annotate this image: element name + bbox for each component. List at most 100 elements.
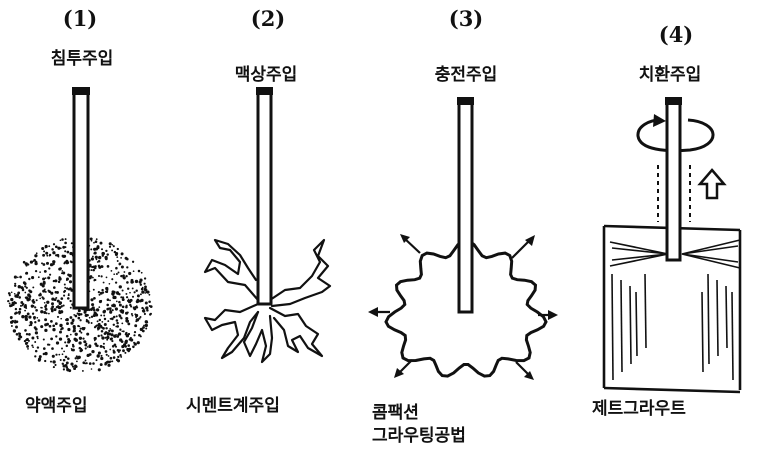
grout-dot: [62, 358, 66, 362]
grout-dot: [18, 332, 20, 334]
grout-dot: [99, 363, 103, 367]
grout-dot: [123, 271, 126, 273]
grout-dot: [21, 315, 25, 319]
panel-4-number: (4): [658, 22, 694, 47]
grout-dot: [106, 298, 110, 302]
grout-dot: [94, 325, 97, 328]
grout-dot: [127, 344, 130, 347]
grout-dot: [27, 348, 29, 350]
grout-dot: [34, 261, 38, 266]
grout-dot: [138, 280, 142, 284]
grout-dot: [59, 323, 63, 328]
grout-dot: [135, 318, 140, 322]
grout-dot: [96, 245, 100, 248]
grout-dot: [119, 328, 122, 331]
grout-dot: [67, 357, 70, 360]
grout-dot: [124, 340, 128, 345]
grout-dot: [47, 289, 50, 292]
grout-dot: [138, 317, 141, 320]
grout-dot: [73, 314, 76, 316]
grout-dot: [105, 327, 108, 330]
grout-dot: [41, 246, 45, 251]
grout-dot: [108, 307, 111, 310]
panel-4-jet-grouting: [602, 97, 742, 394]
grout-dot: [45, 251, 49, 255]
grout-dot: [29, 320, 33, 325]
grout-dot: [77, 355, 81, 359]
grout-dot: [116, 335, 120, 338]
grout-dot: [7, 292, 11, 295]
grout-dot: [27, 297, 31, 301]
grout-dot: [144, 301, 148, 305]
grout-dot: [28, 277, 31, 281]
grout-dot: [99, 344, 103, 348]
grout-dot: [70, 347, 73, 350]
grout-dot: [130, 312, 133, 316]
grout-dot: [86, 346, 89, 348]
grout-dot: [146, 309, 149, 312]
grout-dot: [49, 263, 54, 267]
grout-dot: [94, 240, 98, 243]
grout-dot: [34, 254, 38, 258]
grout-dot: [85, 362, 88, 365]
grout-dot: [34, 321, 37, 324]
grout-dot: [120, 257, 122, 259]
grout-dot: [145, 327, 148, 330]
grout-dot: [13, 275, 17, 279]
grout-dot: [139, 293, 142, 296]
grout-dot: [24, 309, 26, 312]
grout-dot: [20, 286, 24, 290]
grout-dot: [39, 297, 42, 300]
grout-dot: [14, 294, 18, 298]
grout-dot: [149, 313, 152, 316]
grout-dot: [104, 350, 108, 353]
grout-dot: [79, 349, 83, 353]
panel-3-number: (3): [448, 6, 484, 31]
grout-dot: [139, 327, 144, 332]
grout-dot: [46, 300, 50, 304]
grout-dot: [142, 326, 145, 329]
grout-dot: [101, 288, 104, 292]
grout-dot: [45, 304, 48, 307]
grout-dot: [84, 343, 88, 347]
grout-dot: [11, 320, 15, 323]
grout-dot: [125, 296, 129, 299]
grout-dot: [74, 357, 77, 360]
grout-dot: [73, 367, 77, 371]
grout-dot: [79, 319, 82, 322]
grout-dot: [139, 335, 142, 338]
grout-dot: [93, 336, 97, 341]
grout-dot: [101, 291, 105, 294]
grout-dot: [93, 241, 95, 244]
grout-dot: [86, 309, 89, 312]
grout-dot: [92, 362, 95, 365]
grout-dot: [122, 330, 125, 333]
grout-dot: [114, 281, 118, 284]
grout-dot: [60, 317, 63, 320]
grout-dot: [52, 251, 56, 255]
grout-dot: [34, 306, 37, 309]
grout-dot: [109, 356, 113, 360]
grout-dot: [44, 246, 47, 249]
grout-dot: [66, 261, 70, 265]
hatch-line: [635, 291, 638, 357]
panel-3-caption-line2: 그라우팅공법: [372, 426, 466, 446]
grout-dot: [61, 327, 64, 330]
grout-dot: [28, 324, 31, 327]
grout-dot: [101, 254, 105, 257]
grout-dot: [100, 356, 104, 361]
grout-dot: [61, 353, 64, 356]
grout-dot: [97, 264, 101, 268]
grout-dot: [112, 349, 115, 352]
grout-dot: [71, 365, 75, 368]
grout-dot: [23, 339, 27, 343]
grout-dot: [71, 318, 75, 322]
grout-dot: [40, 325, 44, 329]
grout-dot: [67, 327, 71, 332]
grout-dot: [50, 291, 54, 295]
grout-dot: [24, 317, 27, 320]
grout-dot: [115, 333, 117, 336]
grout-dot: [139, 283, 142, 286]
grout-dot: [52, 260, 56, 264]
grout-dot: [122, 349, 125, 353]
